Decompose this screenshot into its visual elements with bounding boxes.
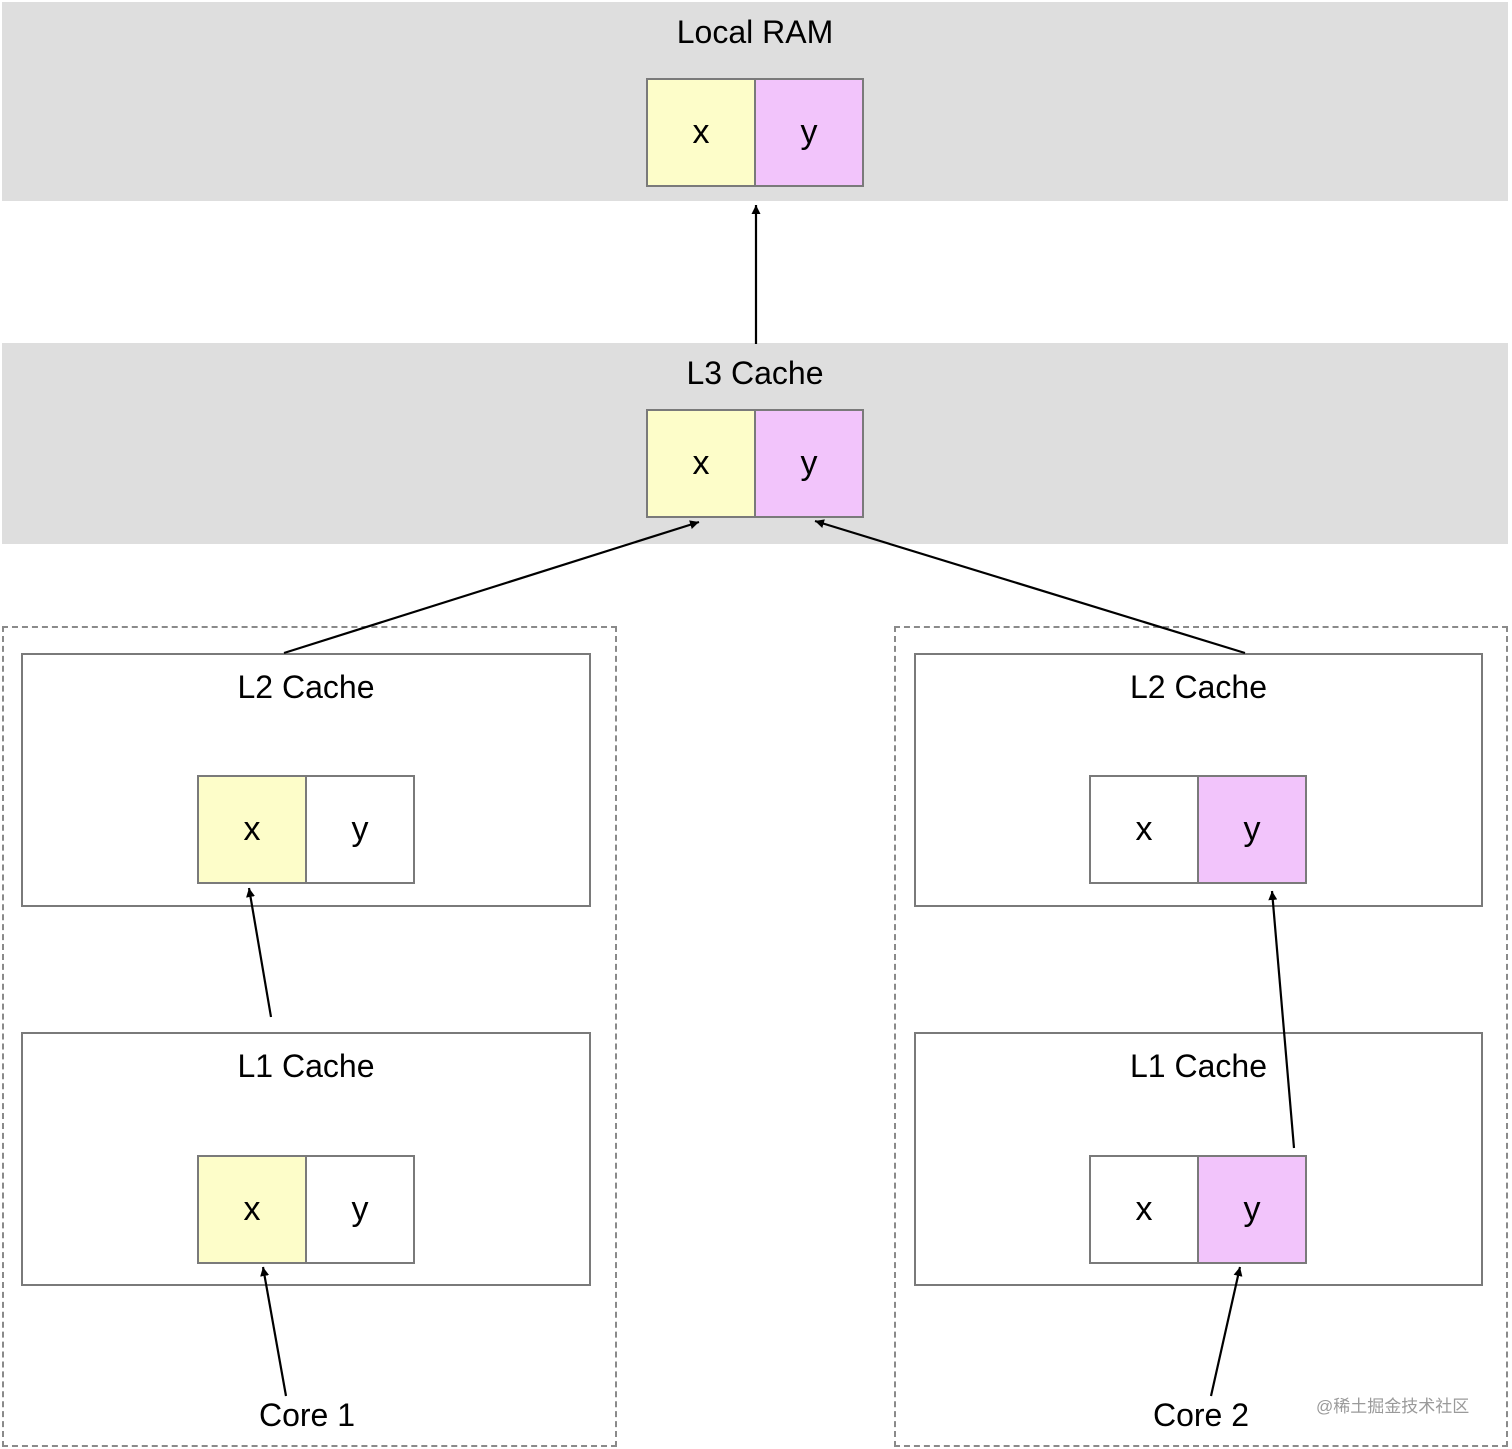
- ram-cache-line: x y: [646, 78, 864, 187]
- local-ram-title: Local RAM: [676, 14, 834, 50]
- core2-l1-title: L1 Cache: [1130, 1048, 1267, 1084]
- core2-l2-cell-y: y: [1197, 777, 1305, 882]
- ram-cell-x: x: [648, 80, 754, 185]
- core1-l2-cell-y: y: [305, 777, 413, 882]
- core2-l2-cache-line: x y: [1089, 775, 1307, 884]
- watermark: @稀土掘金技术社区: [1316, 1397, 1470, 1416]
- core2-l1-cache-line: x y: [1089, 1155, 1307, 1264]
- core2-l1-cell-y: y: [1197, 1157, 1305, 1262]
- core1-label: Core 1: [258, 1397, 356, 1433]
- l3-cell-x: x: [648, 411, 754, 516]
- l3-cache-line: x y: [646, 409, 864, 518]
- core1-l2-cache-line: x y: [197, 775, 415, 884]
- core1-l1-title: L1 Cache: [237, 1048, 375, 1084]
- core2-label: Core 2: [1152, 1397, 1250, 1433]
- core1-l1-cache-line: x y: [197, 1155, 415, 1264]
- core2-l1-cell-x: x: [1091, 1157, 1197, 1262]
- l3-cell-y: y: [754, 411, 862, 516]
- core2-l2-cell-x: x: [1091, 777, 1197, 882]
- core1-l1-cell-y: y: [305, 1157, 413, 1262]
- core1-l1-cache: L1 Cache: [21, 1032, 591, 1286]
- core1-l2-title: L2 Cache: [237, 669, 375, 705]
- core2-l2-title: L2 Cache: [1130, 669, 1267, 705]
- l3-cache-title: L3 Cache: [686, 355, 824, 391]
- core1-l2-cell-x: x: [199, 777, 305, 882]
- core1-l1-cell-x: x: [199, 1157, 305, 1262]
- ram-cell-y: y: [754, 80, 862, 185]
